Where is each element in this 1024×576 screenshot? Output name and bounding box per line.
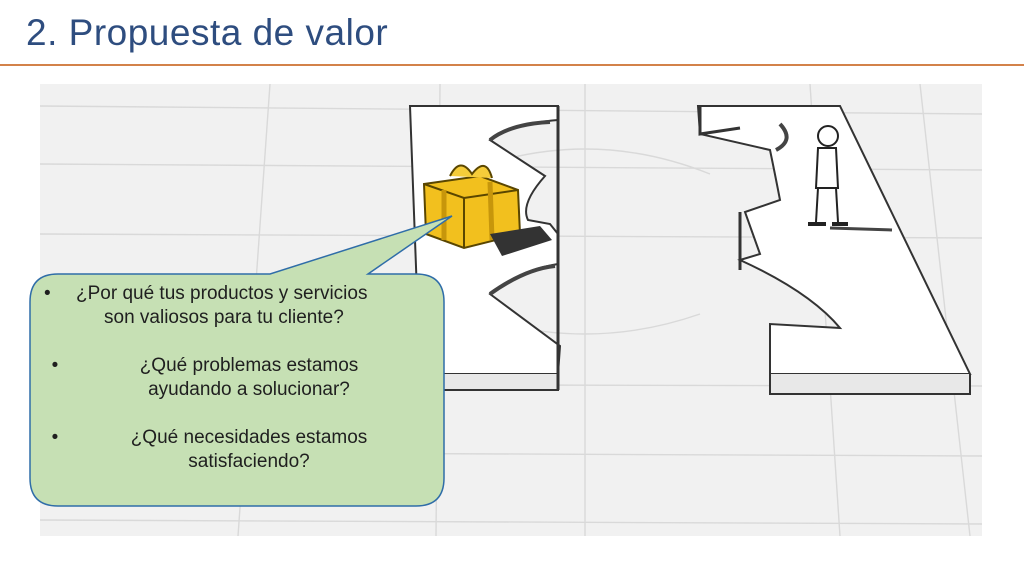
- list-item: • ¿Qué necesidades estamos satisfaciendo…: [40, 426, 436, 474]
- question-line: son valiosos para tu cliente?: [104, 307, 344, 328]
- slide-title: 2. Propuesta de valor: [26, 12, 389, 53]
- question-line: satisfaciendo?: [188, 451, 310, 472]
- question-line: ¿Qué necesidades estamos: [130, 427, 368, 448]
- bullet-marker: •: [51, 355, 59, 376]
- title-divider: [0, 64, 1024, 66]
- question-list: • ¿Por qué tus productos y servicios son…: [40, 282, 436, 474]
- person-icon: [808, 125, 893, 232]
- bullet-marker: •: [44, 283, 51, 304]
- list-item: • ¿Qué problemas estamos ayudando a solu…: [40, 354, 436, 402]
- bullet-marker: •: [51, 427, 59, 448]
- question-line: ¿Por qué tus productos y servicios: [76, 283, 368, 304]
- callout-text: • ¿Por qué tus productos y servicios son…: [40, 282, 436, 496]
- list-item: • ¿Por qué tus productos y servicios son…: [40, 282, 436, 330]
- question-line: ayudando a solucionar?: [148, 379, 350, 400]
- question-line: ¿Qué problemas estamos: [139, 355, 359, 376]
- right-board-piece: [696, 105, 972, 395]
